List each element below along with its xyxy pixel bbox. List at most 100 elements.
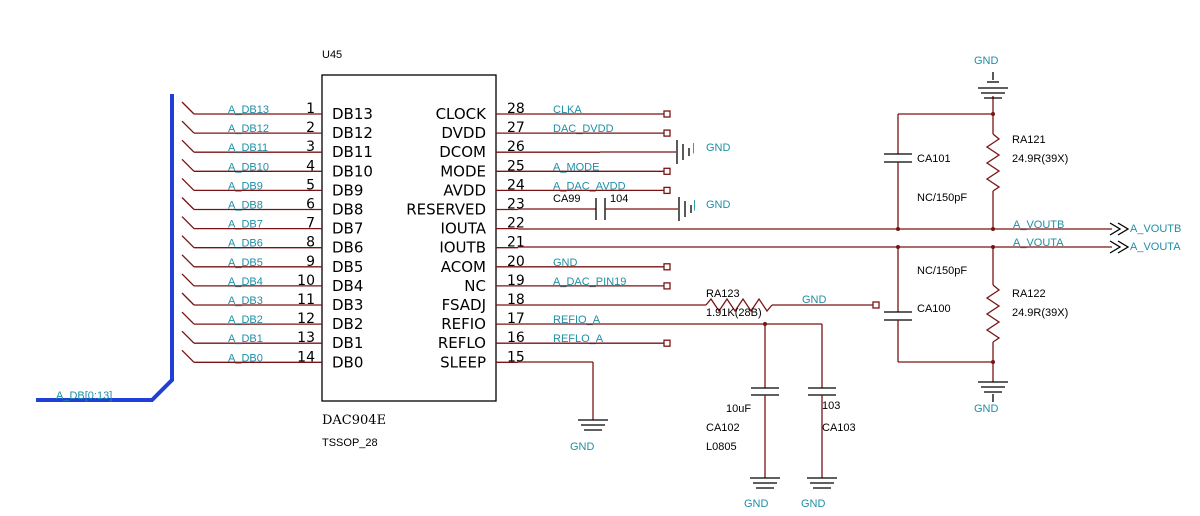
ca103-capacitor[interactable] [808,387,836,396]
pin-number: 14 [297,349,315,365]
bus-entry [181,330,195,344]
ca102-capacitor[interactable] [751,387,779,396]
pin-number: 27 [507,120,525,136]
net-label: A_DB10 [228,161,269,173]
pin-number: 19 [507,273,525,289]
net-label: DAC_DVDD [553,123,614,135]
gnd-label: GND [974,55,999,67]
pin-name: DB4 [332,277,363,295]
ra123-ref: RA123 [706,288,740,300]
net-label: A_DB5 [228,257,263,269]
bus-entry [181,139,195,153]
net-label: A_DB6 [228,238,263,250]
pin-clock[interactable]: CLOCK 28 CLKA [436,101,671,123]
ra122-resistor[interactable] [985,284,1001,343]
pin-name: CLOCK [436,105,488,123]
bus-entry [181,311,195,325]
ca100-value: NC/150pF [917,265,967,277]
pin-number: 10 [297,273,315,289]
pin-number: 7 [306,216,315,232]
pin-name: DB12 [332,124,373,142]
svg-text:|: | [693,199,696,211]
ic-body[interactable] [321,74,497,402]
pin-name: REFLO [438,334,486,352]
ca100-ref: CA100 [917,303,951,315]
net-label: A_DB9 [228,180,263,192]
net-label: A_DB4 [228,276,263,288]
voutb-wire-label: A_VOUTB [1013,219,1064,231]
net-port[interactable] [663,339,671,347]
pin-number: 26 [507,139,525,155]
dcom-gnd-symbol: | GND [676,140,731,164]
fsadj-gnd-port[interactable] [872,301,880,309]
ca101-capacitor[interactable] [884,153,912,163]
ca101-ref: CA101 [917,153,951,165]
data-bus[interactable] [36,94,174,402]
net-label: A_DB11 [228,142,268,154]
vouta-wire-label: A_VOUTA [1013,237,1064,249]
voutb-port[interactable]: A_VOUTB [1109,222,1181,236]
pin-db4[interactable]: A_DB4 10 DB4 [181,273,363,295]
ca101-value: NC/150pF [917,192,967,204]
pin-name: DB7 [332,220,363,238]
ra121-resistor[interactable] [985,133,1001,192]
net-port[interactable] [663,110,671,118]
net-label: A_DB0 [228,352,263,364]
net-label: CLKA [553,104,582,116]
pin-name: NC [464,277,486,295]
ra123-resistor[interactable] [705,297,773,313]
bus-entry [181,235,195,249]
net-port[interactable] [663,186,671,195]
ca99-capacitor[interactable] [595,198,606,220]
pin-number: 22 [507,216,525,232]
net-port[interactable] [663,129,671,137]
net-label: A_DAC_AVDD [553,180,626,192]
net-port[interactable] [663,282,671,290]
pin-name: DB0 [332,353,363,371]
bus-entry [181,158,195,172]
pin-name: DB10 [332,162,373,180]
right-bottom-gnd-symbol: GND [974,381,1008,415]
net-port[interactable] [663,263,671,271]
pin-db0[interactable]: A_DB0 14 DB0 [181,349,363,371]
pin-number: 8 [306,235,315,251]
net-port[interactable] [663,167,671,175]
pin-name: MODE [440,162,486,180]
pin-name: RESERVED [406,201,486,219]
vouta-port[interactable]: A_VOUTA [1109,240,1181,254]
ca100-capacitor[interactable] [884,311,912,321]
reserved-gnd-symbol: | GND [678,197,731,221]
net-label: REFIO_A [553,314,601,326]
pin-number: 18 [507,292,525,308]
pin-number: 28 [507,101,525,117]
pin-name: IOUTB [439,239,486,257]
voutb-port-label: A_VOUTB [1130,223,1181,235]
pin-name: DB11 [332,143,373,161]
gnd-label: GND [706,142,731,154]
pin-number: 2 [306,120,315,136]
